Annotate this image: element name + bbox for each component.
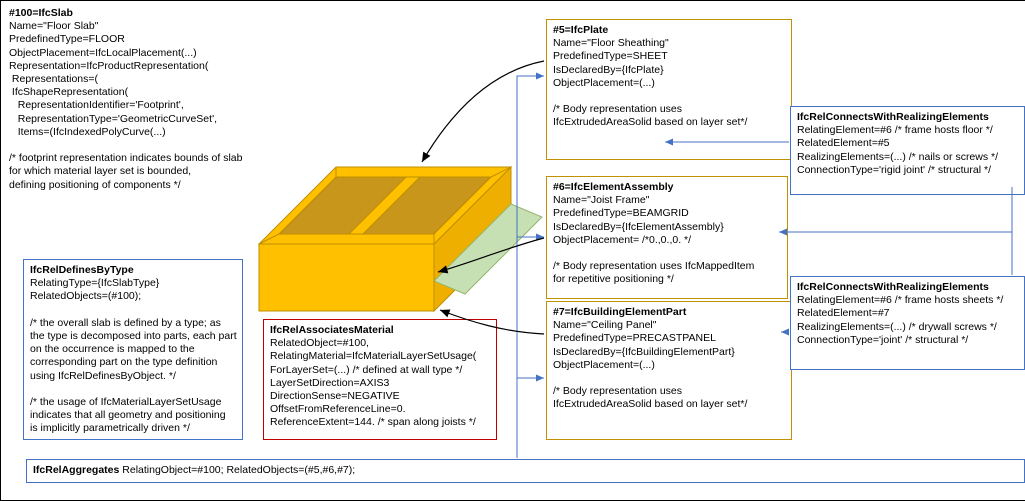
ifcreldefinesbytype-box: IfcRelDefinesByType RelatingType={IfcSla… — [23, 259, 243, 440]
frame-cavity — [277, 176, 493, 235]
frame-front-face — [258, 243, 435, 312]
ifcrelaggregates-body: RelatingObject=#100; RelatedObjects=(#5,… — [119, 464, 356, 477]
ifcrelconnects-floor-box: IfcRelConnectsWithRealizingElements Rela… — [790, 106, 1025, 195]
ifcplate-title: #5=IfcPlate — [553, 24, 609, 36]
ifcplate-lines: Name="Floor Sheathing"PredefinedType=SHE… — [553, 37, 748, 129]
frame-top-rim — [257, 166, 513, 245]
assembly-leader-arrow — [437, 237, 545, 274]
ifcbuildingelementpart-lines: Name="Ceiling Panel"PredefinedType=PRECA… — [553, 319, 748, 411]
frame-right-face — [433, 165, 512, 313]
ifcrelaggregates-bar: IfcRelAggregates RelatingObject=#100; Re… — [26, 459, 1025, 483]
ifcrelaggregates-title: IfcRelAggregates — [33, 464, 120, 477]
ifcelementassembly-title: #6=IfcElementAssembly — [553, 181, 674, 193]
ifcplate-box: #5=IfcPlate Name="Floor Sheathing"Predef… — [546, 19, 792, 160]
ifcrelassociatesmaterial-lines: RelatedObject=#100,RelatingMaterial=IfcM… — [270, 337, 477, 429]
slab-3d-model — [257, 165, 543, 313]
ceiling-panel-green — [433, 203, 543, 295]
ifcreldefinesbytype-lines: RelatingType={IfcSlabType}RelatedObjects… — [30, 277, 237, 435]
frame-corner-lines — [258, 166, 512, 245]
plate-leader-arrow — [421, 60, 545, 163]
ifcrelconnects-floor-title: IfcRelConnectsWithRealizingElements — [797, 111, 989, 123]
aggregates-connector-line — [516, 72, 544, 458]
ifcrelassociatesmaterial-box: IfcRelAssociatesMaterial RelatedObject=#… — [263, 319, 497, 440]
ifcrelconnects-floor-lines: RelatingElement=#6 /* frame hosts floor … — [797, 124, 999, 176]
ifcrelconnects-sheets-lines: RelatingElement=#6 /* frame hosts sheets… — [797, 294, 1004, 346]
frame-middle-joist — [347, 176, 422, 235]
ifcelementassembly-box: #6=IfcElementAssembly Name="Joist Frame"… — [546, 176, 788, 299]
ifcrelconnects-sheets-title: IfcRelConnectsWithRealizingElements — [797, 281, 989, 293]
ifcslab-note: #100=IfcSlab Name="Floor Slab"Predefined… — [9, 7, 275, 192]
ifcbuildingelementpart-box: #7=IfcBuildingElementPart Name="Ceiling … — [546, 301, 792, 440]
ifcslab-title: #100=IfcSlab — [9, 7, 73, 19]
ifcrelconnects-sheets-box: IfcRelConnectsWithRealizingElements Rela… — [790, 276, 1025, 370]
ifcbuildingelementpart-title: #7=IfcBuildingElementPart — [553, 306, 687, 318]
ifcrelassociatesmaterial-title: IfcRelAssociatesMaterial — [270, 324, 394, 336]
ifcelementassembly-lines: Name="Joist Frame"PredefinedType=BEAMGRI… — [553, 194, 755, 286]
ifcreldefinesbytype-title: IfcRelDefinesByType — [30, 264, 134, 276]
